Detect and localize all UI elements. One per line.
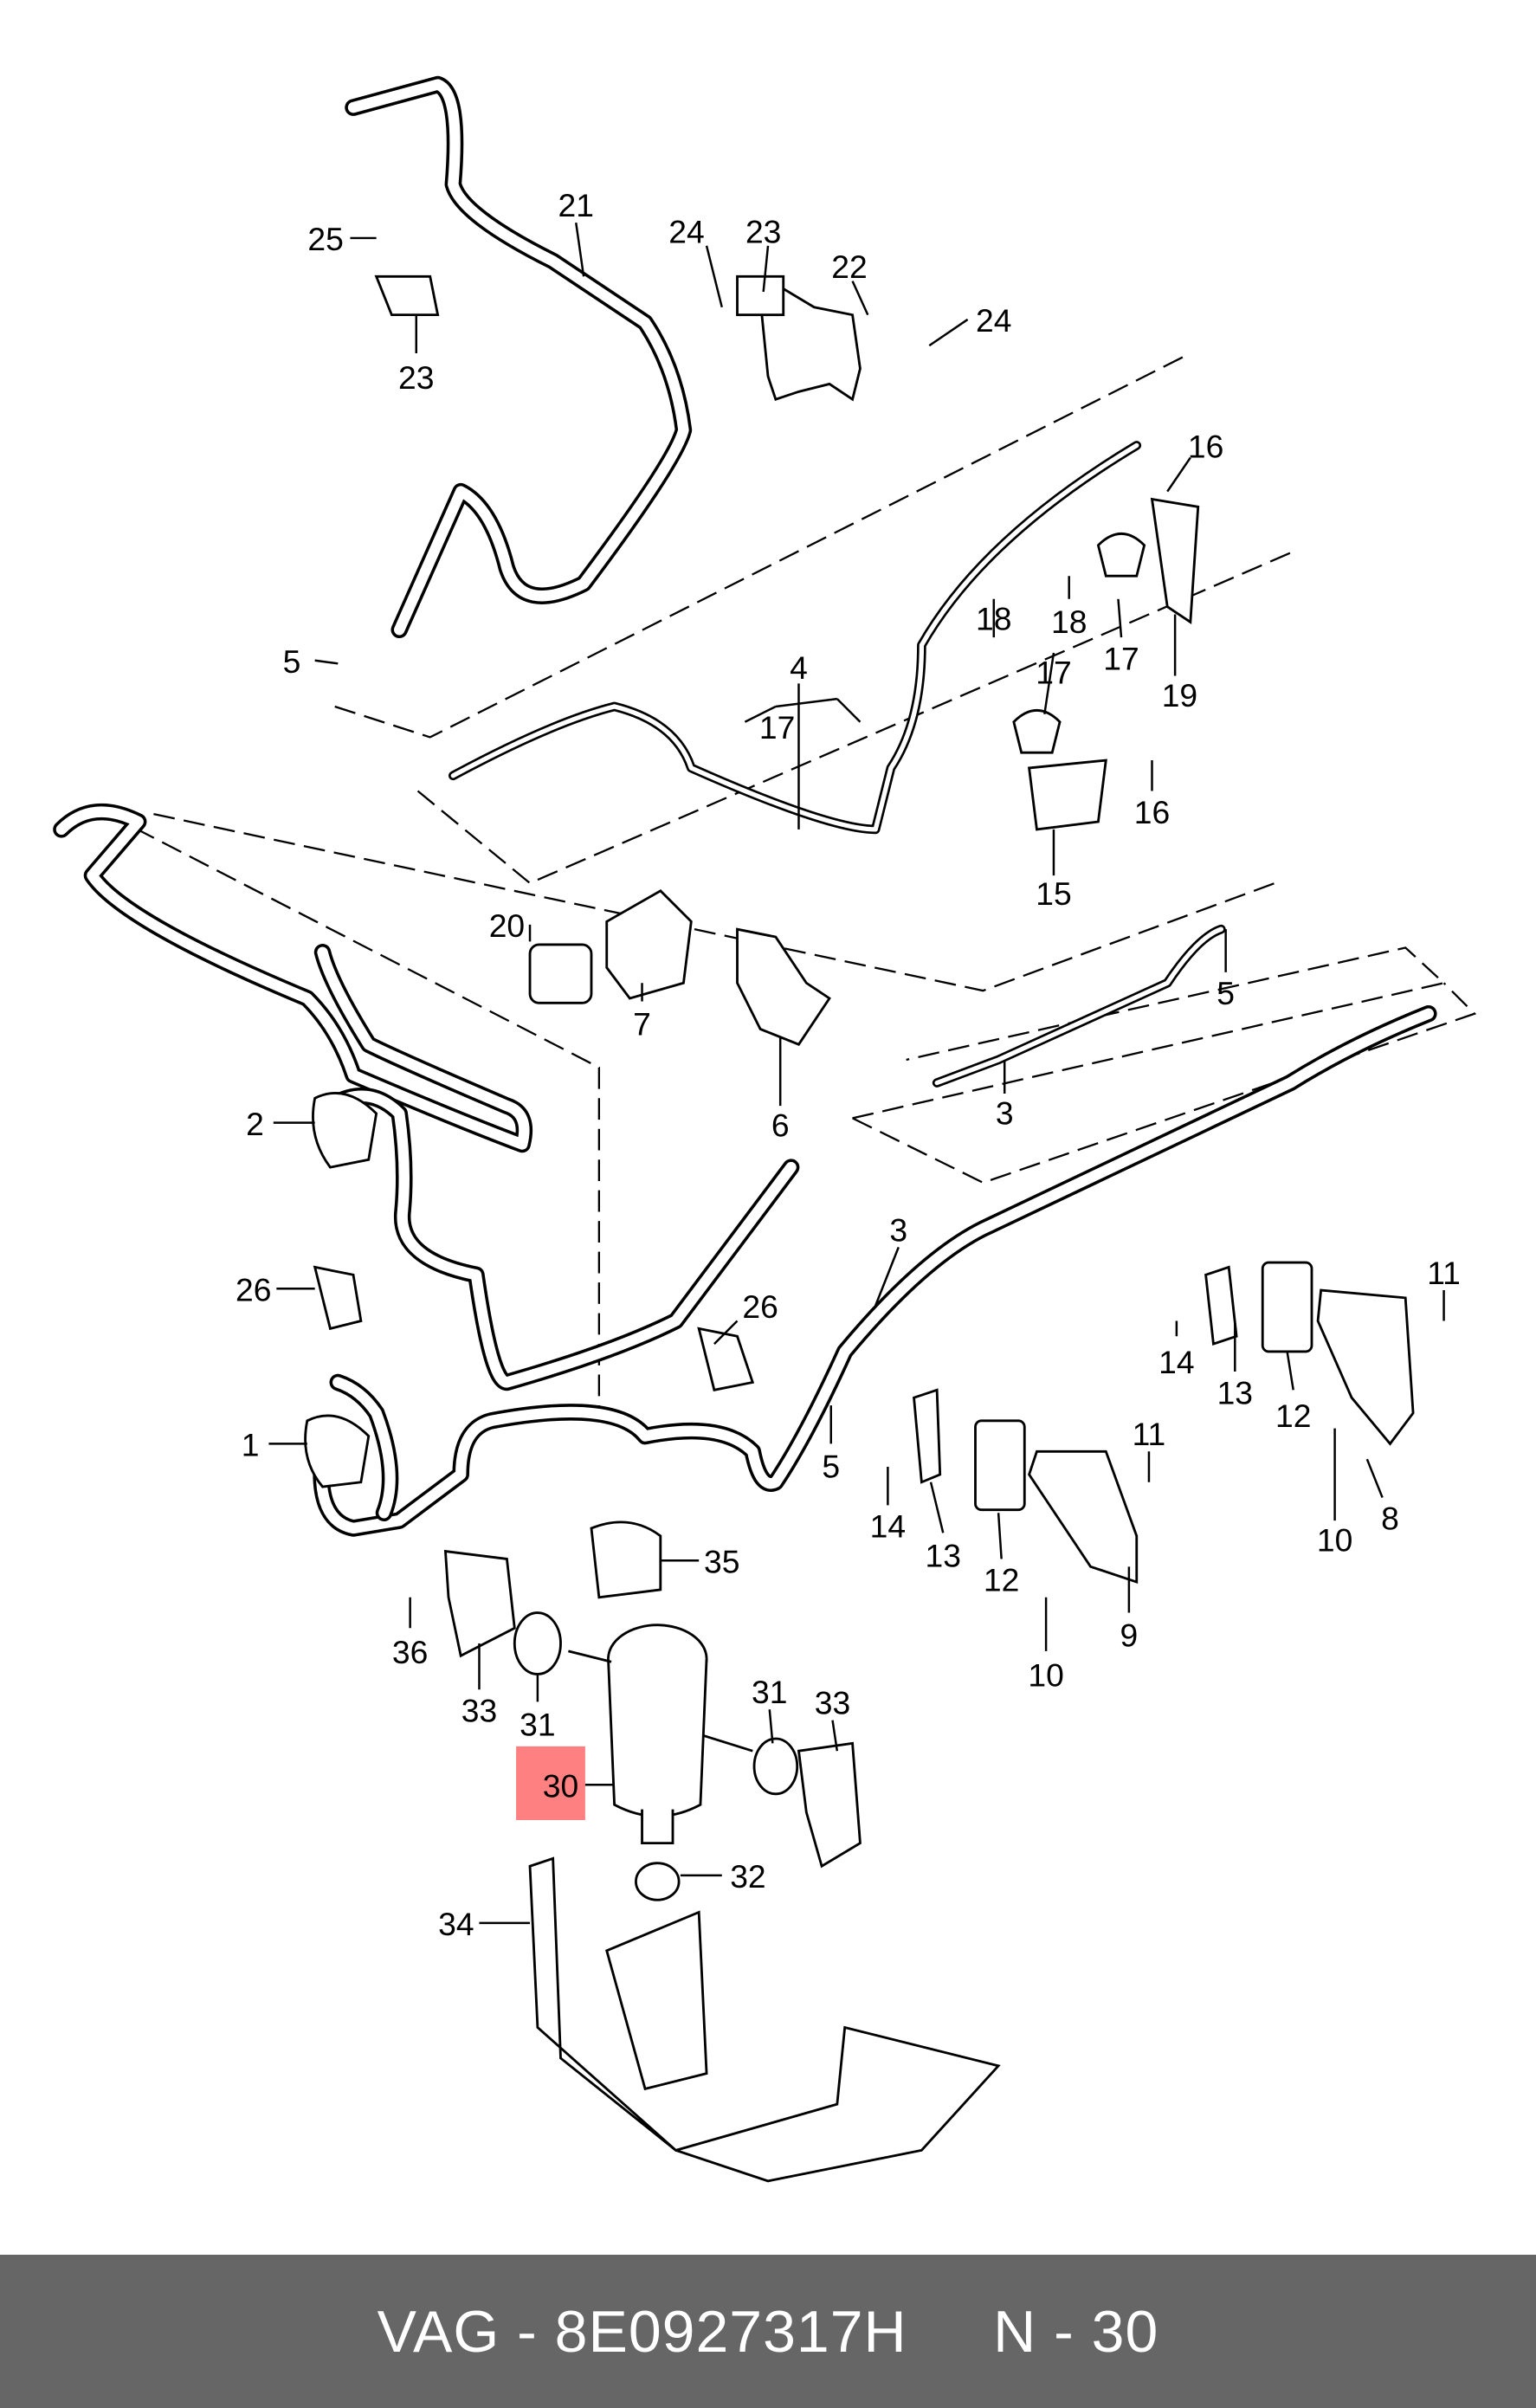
callout-32: 32 — [730, 1858, 765, 1895]
callout-9: 9 — [1120, 1617, 1139, 1654]
callout-17: 17 — [1103, 640, 1139, 676]
position-number: N - 30 — [993, 2298, 1159, 2365]
callout-30: 30 — [543, 1767, 578, 1804]
leader-lines — [268, 223, 1445, 1925]
callout-26: 26 — [742, 1288, 778, 1325]
callout-20: 20 — [489, 907, 525, 944]
callout-22: 22 — [831, 249, 867, 285]
callout-15: 15 — [1036, 875, 1071, 912]
callout-36: 36 — [392, 1634, 428, 1670]
callout-31: 31 — [752, 1674, 787, 1710]
highlight-box-part-30 — [516, 1746, 585, 1821]
callout-8: 8 — [1381, 1501, 1399, 1537]
callout-14: 14 — [1158, 1344, 1194, 1380]
callout-24: 24 — [668, 213, 704, 249]
callout-18: 18 — [976, 600, 1011, 636]
callout-33: 33 — [461, 1692, 497, 1728]
callout-13: 13 — [926, 1537, 961, 1573]
callout-13: 13 — [1217, 1374, 1253, 1411]
callout-2: 2 — [246, 1106, 264, 1142]
callout-17: 17 — [1036, 654, 1071, 690]
callout-5: 5 — [1217, 975, 1235, 1011]
hoses — [53, 75, 1437, 1537]
components — [304, 274, 1415, 2183]
callout-7: 7 — [633, 1006, 651, 1043]
callout-23: 23 — [745, 213, 781, 249]
callout-35: 35 — [704, 1543, 739, 1579]
callout-33: 33 — [815, 1685, 850, 1721]
callout-14: 14 — [870, 1508, 906, 1545]
callout-10: 10 — [1028, 1657, 1063, 1694]
callout-18: 18 — [1051, 604, 1087, 640]
callout-12: 12 — [1275, 1398, 1311, 1434]
callout-25: 25 — [307, 221, 343, 257]
callout-4: 4 — [790, 649, 808, 686]
callout-17: 17 — [759, 709, 795, 746]
callout-11: 11 — [1427, 1255, 1461, 1291]
callout-24: 24 — [976, 302, 1011, 339]
callout-26: 26 — [236, 1271, 271, 1307]
callout-19: 19 — [1162, 677, 1197, 713]
callout-21: 21 — [558, 187, 594, 223]
callout-10: 10 — [1317, 1522, 1352, 1559]
part-number: VAG - 8E0927317H — [377, 2298, 907, 2365]
callout-5: 5 — [822, 1448, 840, 1484]
callout-12: 12 — [984, 1562, 1019, 1598]
callout-6: 6 — [771, 1107, 790, 1144]
dashed-frames — [106, 352, 1477, 1421]
callout-16: 16 — [1134, 794, 1170, 830]
callout-16: 16 — [1188, 429, 1223, 465]
callout-31: 31 — [520, 1706, 555, 1742]
callout-5: 5 — [283, 643, 301, 680]
callout-1: 1 — [242, 1427, 260, 1463]
footer-bar: VAG - 8E0927317H N - 30 — [0, 2255, 1536, 2408]
callout-34: 34 — [438, 1906, 474, 1942]
footer-spacer — [907, 2298, 993, 2366]
callout-11: 11 — [1133, 1416, 1166, 1452]
callout-3: 3 — [996, 1094, 1014, 1131]
callout-3: 3 — [889, 1211, 907, 1248]
callout-23: 23 — [398, 359, 434, 396]
